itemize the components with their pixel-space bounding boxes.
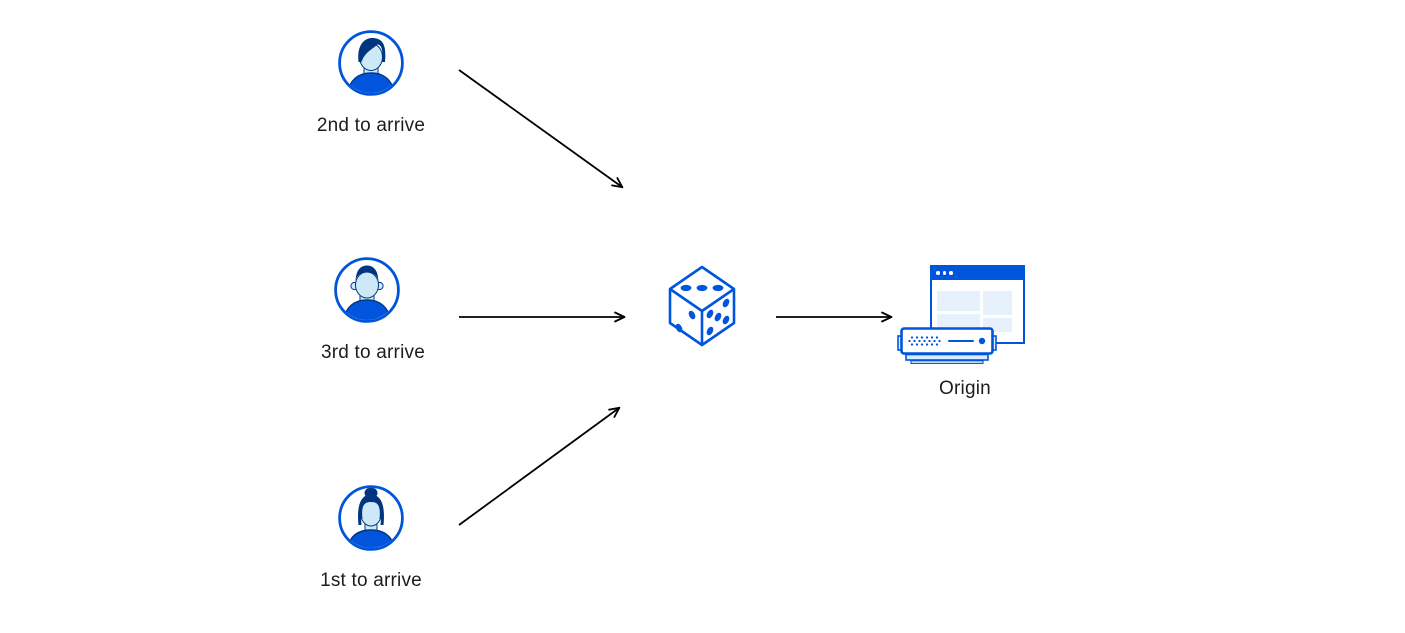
origin-label: Origin [939,378,991,399]
arrow-user-top-to-dice [458,69,624,189]
dice-node [666,264,738,353]
woman-bun-hair-avatar-icon [338,485,404,551]
user-node-1st: 1st to arrive [320,485,422,591]
content-block [937,314,980,331]
window-dot-icon [942,271,946,275]
user-top-label: 2nd to arrive [316,115,426,136]
user-bottom-label: 1st to arrive [320,570,422,591]
man-swept-hair-avatar-icon [338,30,404,96]
user-middle-label: 3rd to arrive [321,342,425,363]
browser-header [931,266,1024,280]
window-dot-icon [949,271,953,275]
content-block [937,291,980,311]
user-node-2nd: 2nd to arrive [317,30,425,136]
origin-server-icon [897,327,997,364]
arrow-user-bottom-to-dice [458,406,621,526]
user-node-3rd: 3rd to arrive [321,257,425,363]
window-dot-icon [936,271,940,275]
dice-icon [668,265,736,347]
content-block [983,291,1012,315]
server-vent-dots [908,336,941,346]
man-short-hair-avatar-icon [334,257,400,323]
